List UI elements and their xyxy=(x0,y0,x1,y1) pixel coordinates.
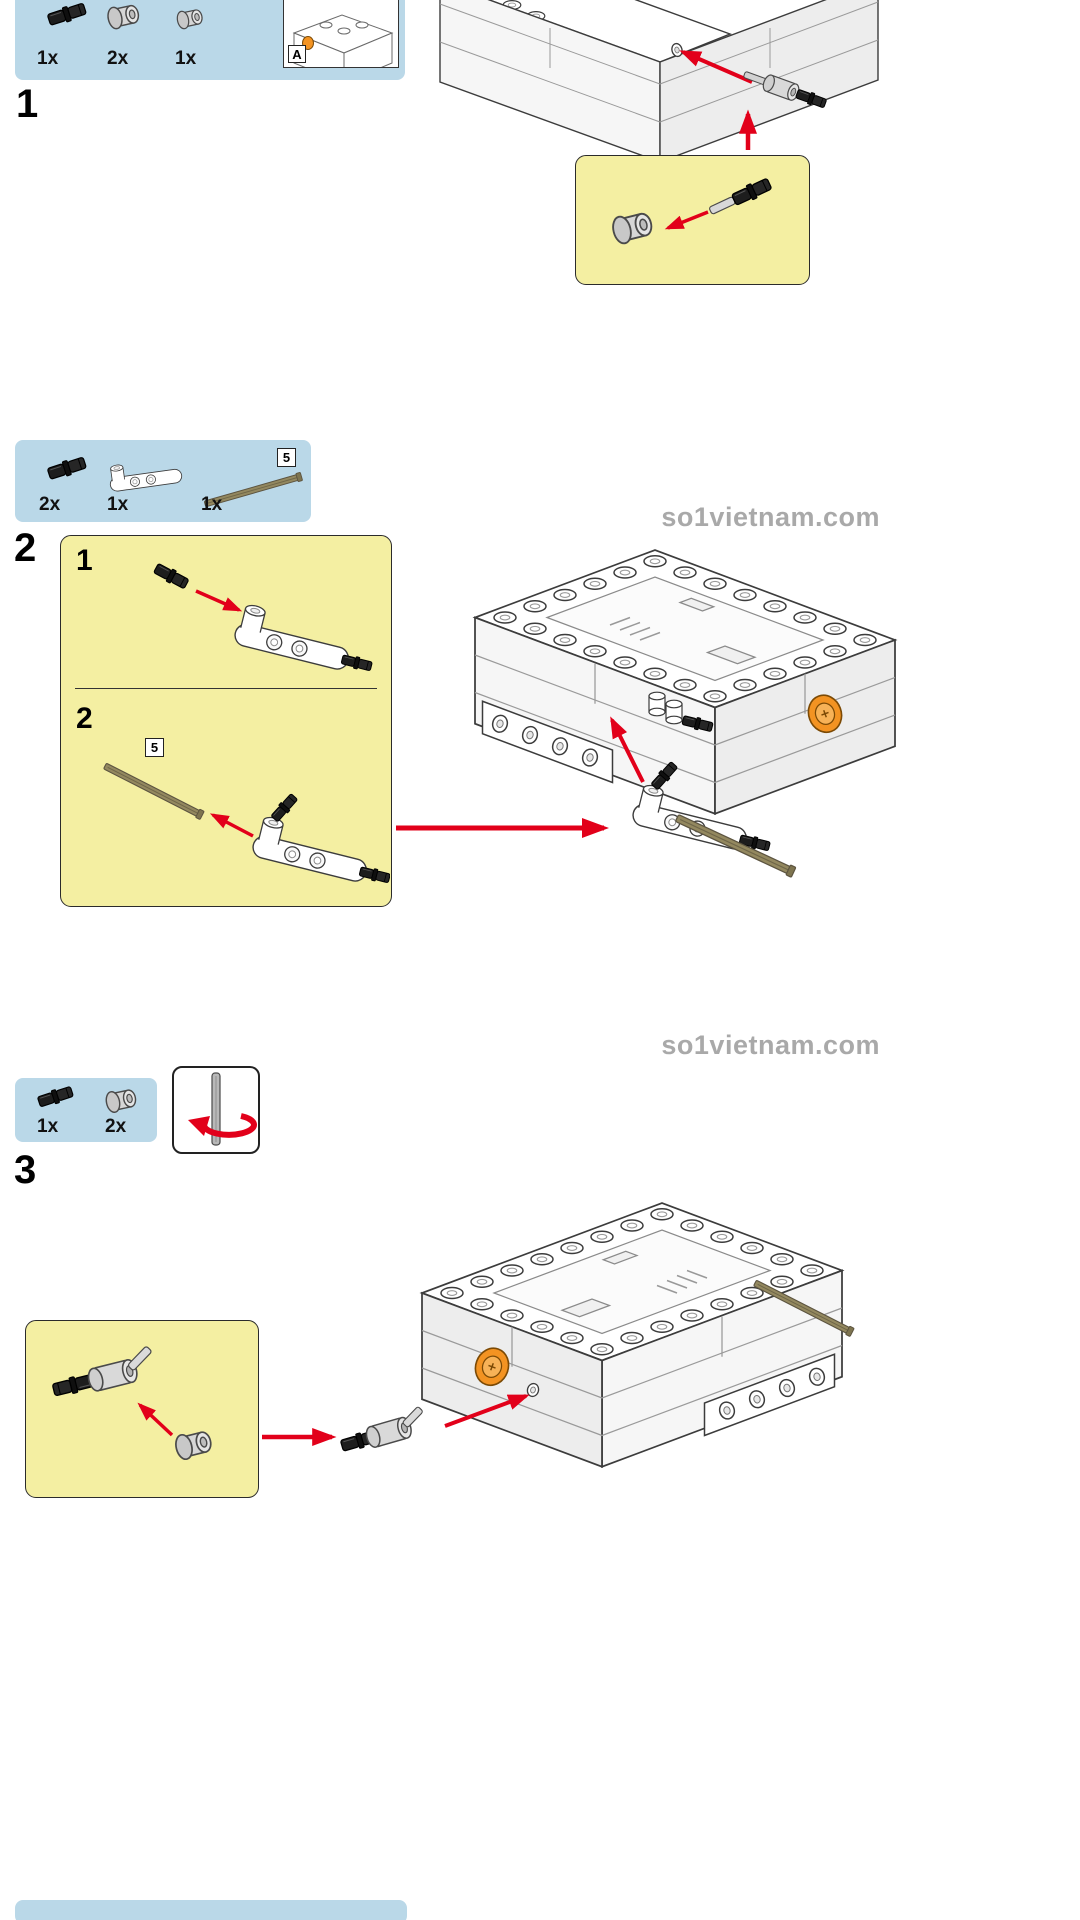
substep-divider xyxy=(75,688,377,689)
axle-5-icon xyxy=(102,761,205,821)
pin-connector-icon xyxy=(648,691,715,734)
step1-callout-art xyxy=(609,175,774,247)
pin-bush-assembly-icon xyxy=(51,1346,152,1399)
step3-callout-art xyxy=(51,1346,215,1462)
step3-parts-box: 1x 2x xyxy=(15,1078,157,1142)
black-pin-icon xyxy=(152,561,191,591)
part-count: 2x xyxy=(105,1116,127,1137)
step1-callout xyxy=(575,155,810,285)
step1-number: 1 xyxy=(16,82,39,126)
step2-number: 2 xyxy=(14,526,37,570)
rotate-model-box xyxy=(172,1066,260,1154)
part-count: 1x xyxy=(37,1116,59,1137)
rotate-icon xyxy=(188,1072,257,1146)
step2-callout: 1 2 5 xyxy=(60,535,392,907)
step3-assembly-illustration xyxy=(339,1150,855,1525)
black-pin-icon xyxy=(709,175,774,215)
beam-subassembly-icon xyxy=(250,792,390,885)
insert-arrow xyxy=(444,1394,530,1428)
pin-bush-assembly-icon xyxy=(339,1406,423,1454)
axle-5-icon xyxy=(674,812,797,878)
substep1-number: 1 xyxy=(76,544,93,577)
transfer-arrow xyxy=(262,1428,337,1446)
beam-subassembly-icon xyxy=(232,602,374,673)
pin-hole xyxy=(526,1382,540,1398)
black-pin-icon xyxy=(36,1084,75,1110)
black-pin-icon xyxy=(46,454,88,482)
step2-assembly-illustration xyxy=(415,500,905,878)
bag-a-tag: A xyxy=(288,45,306,63)
insert-arrow xyxy=(209,813,254,838)
part-count: 1x xyxy=(201,494,223,515)
step1-assembly-illustration xyxy=(439,0,879,164)
transfer-arrow xyxy=(396,818,609,838)
angular-beam-icon xyxy=(107,455,184,493)
part-count: 2x xyxy=(107,48,129,69)
step3-callout xyxy=(25,1320,259,1498)
gray-bush-icon xyxy=(175,6,205,31)
gray-bush-icon xyxy=(172,1427,215,1462)
attach-arrow xyxy=(610,716,645,783)
pin-bush-assembly-icon xyxy=(743,71,828,110)
step1-module-a-box: A xyxy=(283,0,399,68)
insert-arrow xyxy=(195,589,243,612)
insert-arrow xyxy=(664,210,709,230)
substep2-number: 2 xyxy=(76,702,93,735)
part-count: 2x xyxy=(39,494,61,515)
gray-bush-icon xyxy=(105,1,142,31)
watermark: so1vietnam.com xyxy=(661,1030,880,1060)
part-count: 1x xyxy=(37,48,59,69)
module-a-thumbnail xyxy=(292,14,394,67)
step1-parts-box: 1x 2x 1x A xyxy=(15,0,405,80)
axle-length-tag: 5 xyxy=(277,448,296,467)
insert-arrow xyxy=(137,1402,174,1437)
gray-bush-icon xyxy=(609,208,656,247)
black-pin-icon xyxy=(46,0,88,28)
part-count: 1x xyxy=(175,48,197,69)
step2-parts-box: 2x 1x 1x 5 xyxy=(15,440,311,522)
hub-illustration xyxy=(475,550,895,814)
step3-number: 3 xyxy=(14,1148,37,1192)
axle-length-tag: 5 xyxy=(145,738,164,757)
part-count: 1x xyxy=(107,494,129,515)
gray-bush-icon xyxy=(103,1086,139,1115)
step2-callout-art xyxy=(102,561,390,885)
watermark: so1vietnam.com xyxy=(661,502,880,532)
next-step-parts-box xyxy=(15,1900,407,1920)
insert-arrow xyxy=(679,50,753,84)
hub-illustration xyxy=(422,1203,842,1467)
